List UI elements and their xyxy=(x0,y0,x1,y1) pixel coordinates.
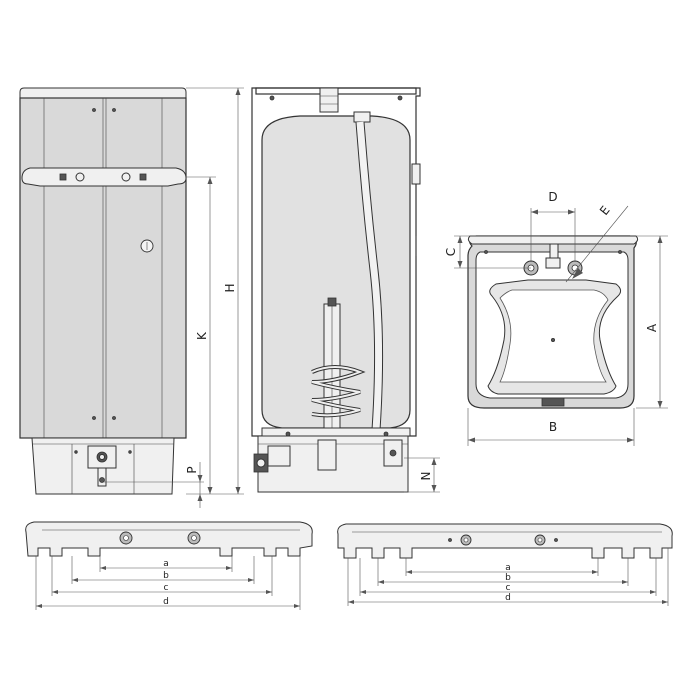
bracket-left-dimensions: a b c d xyxy=(35,556,301,610)
dim-label-P: P xyxy=(185,466,199,473)
bracket-right-label-c: c xyxy=(506,583,511,593)
bracket-right xyxy=(337,523,673,559)
front-dimensions: H K P xyxy=(104,87,244,508)
dim-N: N xyxy=(404,457,440,493)
dim-label-K: K xyxy=(195,331,209,340)
section-view xyxy=(251,87,421,493)
bracket-left xyxy=(25,521,313,557)
dim-label-B: B xyxy=(549,420,557,434)
front-bracket xyxy=(21,167,187,187)
bracket-left-label-c: c xyxy=(164,583,169,593)
inner-tank xyxy=(261,115,411,429)
front-view xyxy=(19,87,187,495)
dim-label-D: D xyxy=(548,190,557,204)
dim-label-H: H xyxy=(223,283,237,292)
bracket-left-label-a: a xyxy=(163,559,169,569)
bracket-right-dimensions: a b c d xyxy=(347,548,669,606)
bracket-right-label-b: b xyxy=(505,573,511,583)
bracket-right-label-d: d xyxy=(505,593,511,603)
top-view-dimensions: D E C A B xyxy=(444,190,668,446)
bracket-left-label-b: b xyxy=(163,571,169,581)
bracket-left-label-d: d xyxy=(163,597,169,607)
top-view xyxy=(467,235,639,409)
dim-label-A: A xyxy=(645,323,659,332)
dim-label-E: E xyxy=(597,203,613,218)
bracket-right-label-a: a xyxy=(505,563,511,573)
dim-label-N: N xyxy=(419,472,433,481)
dim-label-C: C xyxy=(444,248,458,256)
